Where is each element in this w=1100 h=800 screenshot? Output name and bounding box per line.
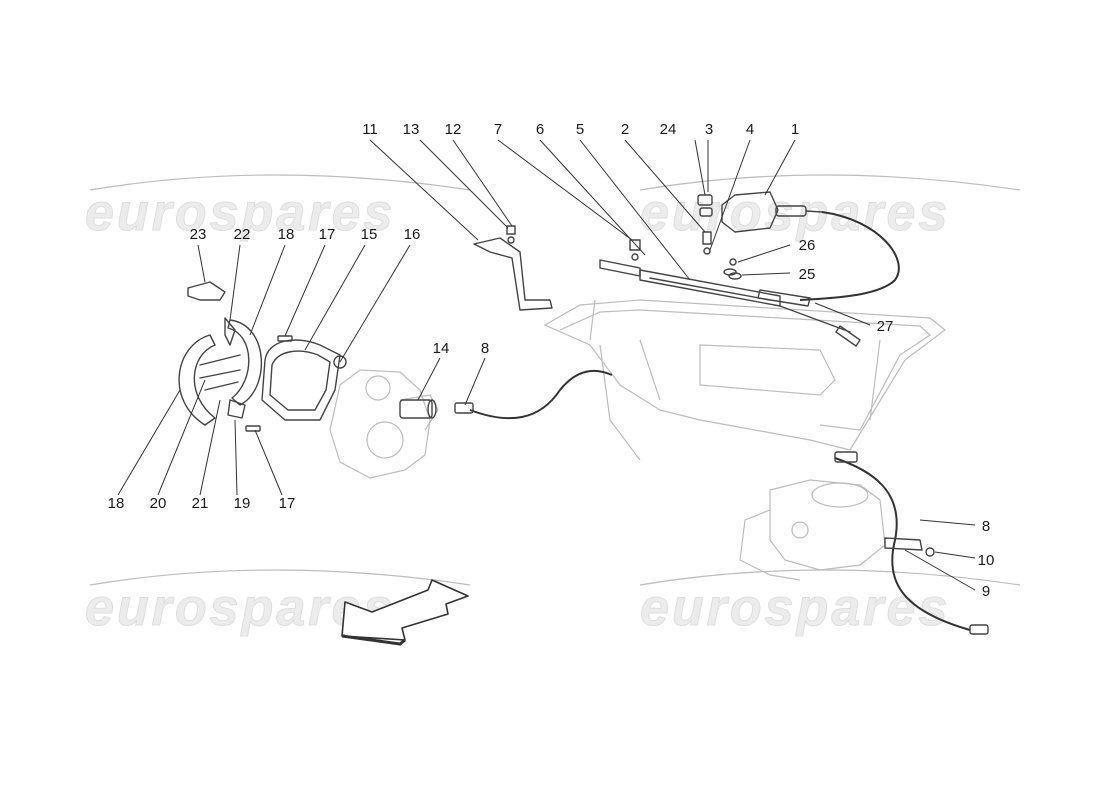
callout-23: 23 [190,226,207,243]
callout-2: 2 [621,121,629,138]
mounting-bracket [473,237,553,311]
context-rear-mount [739,479,886,581]
callout-9: 9 [982,583,990,600]
callout-1: 1 [791,121,799,138]
backing-plate [261,339,347,421]
callout-18-top: 18 [278,226,295,243]
front-direction-arrow-icon [341,579,469,646]
callout-18-bottom: 18 [108,495,125,512]
callout-8-right: 8 [982,518,990,535]
equalizer-bar [599,259,811,307]
context-differential-housing [329,369,439,479]
callout-12: 12 [445,121,462,138]
callout-24: 24 [660,121,677,138]
context-tank-outline [543,299,946,461]
watermark-top-right: eurospares [640,184,950,242]
adjuster-rod [779,305,861,347]
brake-shoe-assembly [178,281,262,426]
callout-21: 21 [192,495,209,512]
callout-7: 7 [494,121,502,138]
callout-25: 25 [799,266,816,283]
watermark-bottom-right: eurospares [640,579,950,637]
callout-17-top: 17 [319,226,336,243]
left-rear-cable [469,369,613,420]
callout-19: 19 [234,495,251,512]
callout-labels: 11 13 12 7 6 5 2 24 3 4 1 26 25 27 23 22… [108,121,995,600]
callout-15: 15 [361,226,378,243]
cable-end-left [454,402,474,414]
bolt [245,425,261,432]
callout-11: 11 [362,121,378,138]
cable-sleeve [399,399,433,419]
callout-6: 6 [536,121,544,138]
callout-17-bottom: 17 [279,495,296,512]
callout-27: 27 [877,318,894,335]
watermark-bottom-left: eurospares [85,579,395,637]
callout-16: 16 [404,226,421,243]
callout-3: 3 [705,121,713,138]
fastener-group-top [506,225,742,280]
callout-22: 22 [234,226,251,243]
right-rear-cable [834,457,971,631]
callout-20: 20 [150,495,167,512]
actuator-output-cable [799,211,900,301]
leader-lines [117,139,976,591]
watermark-layer: eurospares eurospares eurospares eurospa… [85,174,1021,638]
callout-13: 13 [403,121,420,138]
callout-14: 14 [433,340,450,357]
callout-4: 4 [746,121,754,138]
callout-5: 5 [576,121,584,138]
callout-10: 10 [978,552,995,569]
callout-8-left: 8 [481,340,489,357]
watermark-top-left: eurospares [85,184,395,242]
callout-26: 26 [799,237,816,254]
